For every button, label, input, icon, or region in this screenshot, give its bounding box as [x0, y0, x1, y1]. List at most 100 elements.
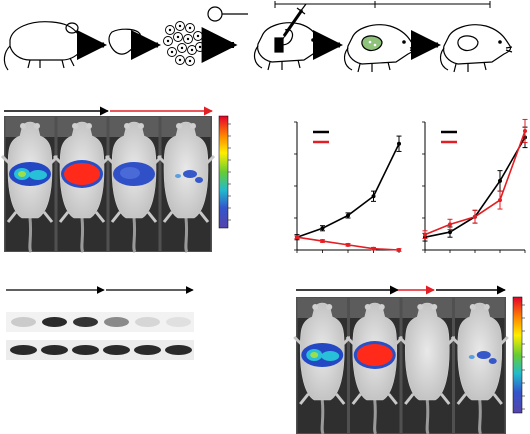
signal-spot	[488, 358, 497, 364]
mouse-graft-icon	[343, 24, 417, 73]
chart-axes	[424, 122, 525, 251]
signal-hot	[18, 171, 26, 177]
colorbar-ticks	[522, 304, 525, 410]
mouse-ear	[431, 304, 438, 310]
data-point	[371, 194, 376, 199]
mouse-limbs	[450, 335, 509, 405]
mouse-ear	[124, 123, 130, 129]
mouse-ear	[483, 304, 490, 310]
blot-band	[165, 345, 192, 355]
mouse-image	[52, 117, 112, 253]
mouse-ear	[34, 123, 40, 129]
western-blot-panel	[6, 286, 194, 360]
data-point	[320, 226, 325, 231]
mouse-limbs	[52, 154, 112, 223]
mouse-ear	[176, 123, 182, 129]
mouse-ear	[72, 123, 78, 129]
data-point	[448, 230, 452, 235]
blot-band	[42, 317, 67, 327]
signal-core	[64, 163, 100, 185]
mouse-image	[293, 298, 352, 434]
mouse-image	[104, 117, 164, 253]
blot-strip-top	[6, 312, 194, 332]
mouse-limbs	[156, 154, 216, 223]
series-line	[296, 143, 400, 238]
mouse-tail	[478, 399, 483, 434]
mouse-limbs	[398, 335, 457, 405]
liver-icon	[108, 28, 141, 55]
blot-band	[103, 345, 130, 355]
mouse-limbs	[345, 335, 404, 405]
data-point	[295, 235, 299, 240]
blot-band	[10, 345, 37, 355]
timeline-bracket	[274, 1, 491, 8]
data-point	[320, 239, 325, 244]
mouse-ear	[312, 304, 319, 310]
colorbar	[218, 115, 229, 229]
mouse-limbs	[104, 154, 164, 223]
data-point	[371, 246, 376, 251]
mouse-image	[0, 117, 60, 253]
signal-spot	[183, 170, 197, 178]
mouse-ear	[364, 304, 371, 310]
data-point	[498, 198, 502, 203]
mouse-ear	[378, 304, 385, 310]
imaging-panel-bottom	[293, 285, 525, 434]
blot-band	[166, 317, 191, 327]
imaging-panel-top	[0, 106, 231, 253]
colorbar	[512, 296, 523, 414]
mouse-ear	[20, 123, 26, 129]
signal-spot	[175, 174, 181, 178]
blot-band	[134, 345, 161, 355]
signal-mid	[29, 170, 47, 180]
mouse-ear	[326, 304, 333, 310]
vector-icon	[207, 6, 248, 22]
mouse-image	[345, 298, 404, 434]
data-point	[397, 248, 401, 252]
colorbar-ticks	[228, 123, 231, 221]
signal-core	[356, 344, 393, 366]
mouse-tail	[320, 399, 325, 434]
workflow-schematic	[3, 1, 513, 73]
blot-band	[135, 317, 160, 327]
mouse-final-icon	[439, 24, 513, 73]
mouse-tail	[132, 217, 137, 253]
mouse-ear	[86, 123, 92, 129]
line-chart-right	[422, 118, 528, 253]
data-point	[423, 232, 427, 237]
mouse-ear	[469, 304, 476, 310]
mouse-ear	[190, 123, 196, 129]
data-point	[346, 242, 350, 247]
signal-spot	[195, 177, 203, 183]
signal-hot	[310, 352, 319, 358]
mouse-ear	[417, 304, 424, 310]
data-point	[473, 214, 477, 219]
blot-band	[11, 317, 36, 327]
blot-band	[72, 345, 99, 355]
chart-axes	[296, 122, 399, 251]
syringe-icon	[280, 3, 307, 43]
mouse-image	[156, 117, 216, 253]
blot-band	[41, 345, 68, 355]
mouse-tail	[184, 217, 189, 253]
data-point	[498, 178, 502, 183]
data-point	[397, 141, 401, 146]
mouse-tail	[373, 399, 378, 434]
signal-spot	[468, 355, 475, 359]
mouse-image	[398, 298, 457, 434]
mouse-image	[450, 298, 509, 434]
signal-mid	[120, 167, 140, 179]
mouse-tail	[80, 217, 85, 253]
blot-band	[73, 317, 98, 327]
data-point	[346, 213, 350, 218]
line-chart-left	[294, 121, 402, 253]
mouse-tail	[425, 399, 430, 434]
data-point	[448, 222, 452, 227]
hepatocytes-icon	[163, 21, 205, 66]
mouse-tail	[28, 217, 33, 253]
data-point	[523, 128, 527, 133]
blot-strip-bottom	[6, 340, 194, 360]
signal-spot	[476, 351, 491, 359]
mouse-outline-icon	[3, 21, 94, 71]
